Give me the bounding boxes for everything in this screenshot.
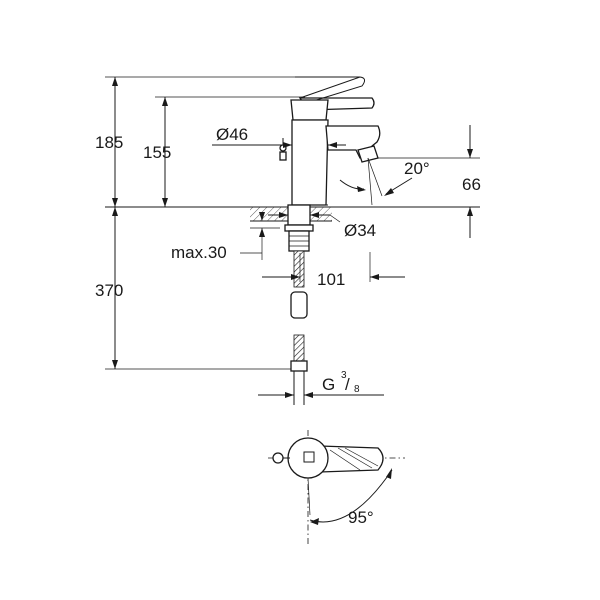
label-projection: 101 <box>317 270 345 289</box>
faucet-side-view <box>279 76 381 206</box>
label-hose-length: 370 <box>95 281 123 300</box>
label-thread-numerator: 3 <box>341 370 347 381</box>
dimension-diameter-34 <box>268 212 341 223</box>
label-spout-angle: 20° <box>404 159 430 178</box>
dimension-diameter-46 <box>212 142 346 148</box>
dimension-thread <box>258 392 384 398</box>
mounting-assembly <box>284 204 314 405</box>
label-max-thickness: max.30 <box>171 243 227 262</box>
label-lever-rotation: 95° <box>348 508 374 527</box>
label-outlet-height: 66 <box>462 175 481 194</box>
svg-text:/: / <box>345 375 350 394</box>
dimension-projection-101 <box>262 252 405 282</box>
dimension-labels: 185 155 Ø46 20° 66 Ø34 max.30 101 370 G … <box>95 125 481 527</box>
dimension-angle-20 <box>339 157 413 206</box>
label-hole-diameter: Ø34 <box>344 221 376 240</box>
label-spout-height: 155 <box>143 143 171 162</box>
vertical-dimension-lines <box>112 77 473 369</box>
label-thread: G <box>322 375 335 394</box>
faucet-top-view <box>268 430 405 545</box>
label-total-height: 185 <box>95 133 123 152</box>
label-body-diameter: Ø46 <box>216 125 248 144</box>
label-thread-denominator: 8 <box>354 384 360 395</box>
